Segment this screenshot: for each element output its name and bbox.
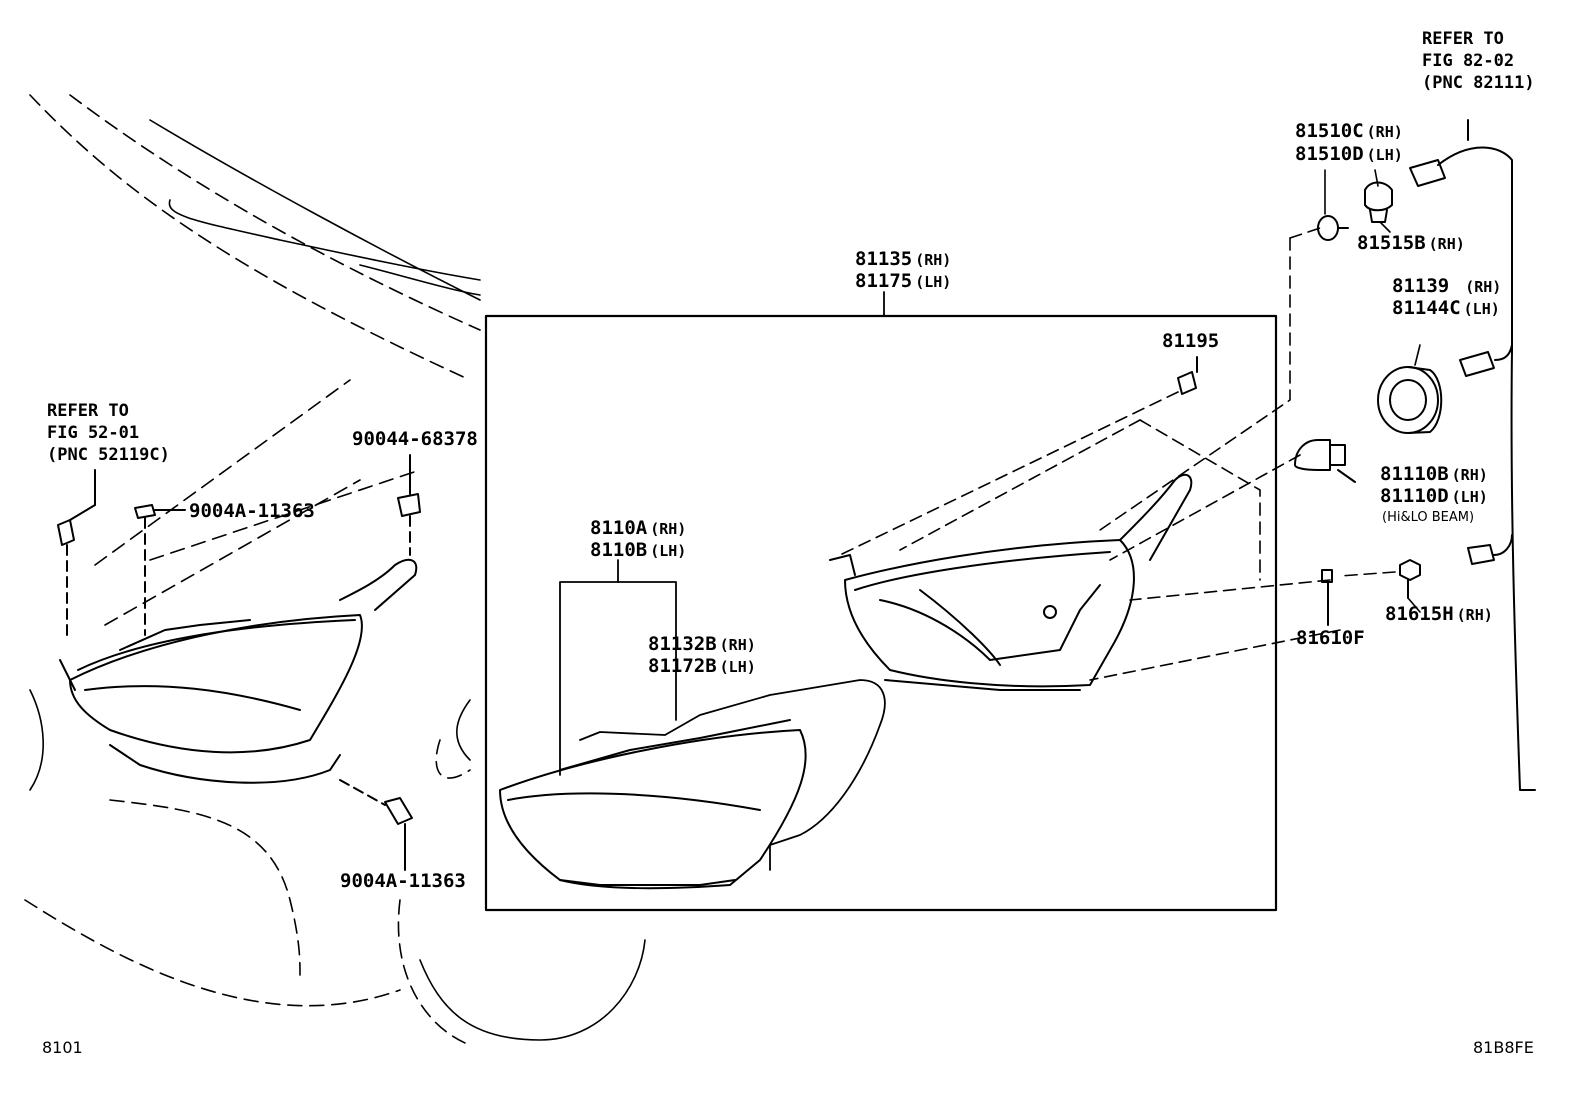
label-81132B[interactable]: 81132B(RH): [648, 633, 756, 655]
ref-fig-82-02: REFER TO FIG 82-02 (PNC 82111): [1422, 28, 1535, 94]
bolt-9004A-top: [134, 504, 186, 636]
label-81135[interactable]: 81135(RH): [855, 248, 952, 270]
label-8110B[interactable]: 8110B(LH): [590, 539, 687, 561]
footer-page-code: 8101: [42, 1038, 83, 1057]
cover-81139: [1377, 366, 1443, 434]
headlamp-lens: [499, 719, 807, 890]
label-81144C[interactable]: 81144C(LH): [1392, 297, 1500, 319]
label-81172B[interactable]: 81172B(LH): [648, 655, 756, 677]
ref-line: FIG 52-01: [47, 423, 140, 443]
ref-line: REFER TO: [1422, 29, 1504, 49]
ref-fig-52-01: REFER TO FIG 52-01 (PNC 52119C): [47, 400, 170, 466]
label-81515B[interactable]: 81515B(RH): [1357, 232, 1465, 254]
assembly-frame-box: [484, 314, 1278, 912]
label-81195[interactable]: 81195: [1162, 330, 1220, 352]
bulb-81615H: [1399, 559, 1421, 599]
bulb-81110: [1294, 439, 1356, 483]
label-beam-note: (Hi&LO BEAM): [1382, 510, 1475, 525]
headlamp-housing: [829, 473, 1193, 691]
bolt-9004A-bottom: [339, 779, 413, 871]
lens-gasket: [579, 679, 886, 871]
label-81510D[interactable]: 81510D(LH): [1295, 143, 1403, 165]
label-81110B[interactable]: 81110B(RH): [1380, 463, 1488, 485]
bulb-81610F: [1321, 569, 1333, 626]
footer-figure-id: 81B8FE: [1473, 1038, 1534, 1057]
harness-main: [1459, 344, 1536, 791]
label-81110D[interactable]: 81110D(LH): [1380, 485, 1488, 507]
socket-81515B: [1364, 181, 1393, 223]
installed-headlamp: [59, 558, 418, 784]
label-81510C[interactable]: 81510C(RH): [1295, 120, 1403, 142]
label-81610F[interactable]: 81610F: [1296, 627, 1365, 649]
ref-line: FIG 82-02: [1422, 51, 1515, 71]
bulb-81510: [1317, 215, 1349, 241]
label-81615H[interactable]: 81615H(RH): [1385, 603, 1493, 625]
grommet-90044: [397, 454, 421, 556]
connector-top: [1409, 119, 1513, 351]
label-90044-68378[interactable]: 90044-68378: [352, 428, 478, 450]
ref-line: REFER TO: [47, 401, 129, 421]
ref-line: (PNC 82111): [1422, 73, 1535, 93]
label-leaders: [1324, 169, 1421, 613]
clip-52119C: [57, 469, 96, 641]
label-9004A-11363-bottom[interactable]: 9004A-11363: [340, 870, 466, 892]
label-8110A[interactable]: 8110A(RH): [590, 517, 687, 539]
screw-81195: [1177, 356, 1198, 395]
vehicle-body-outline: [24, 94, 646, 1046]
ref-line: (PNC 52119C): [47, 445, 170, 465]
label-81139[interactable]: 81139(RH): [1392, 275, 1502, 297]
assembly-guidelines: [839, 227, 1396, 681]
label-81175[interactable]: 81175(LH): [855, 270, 952, 292]
label-9004A-11363-top[interactable]: 9004A-11363: [189, 500, 315, 522]
